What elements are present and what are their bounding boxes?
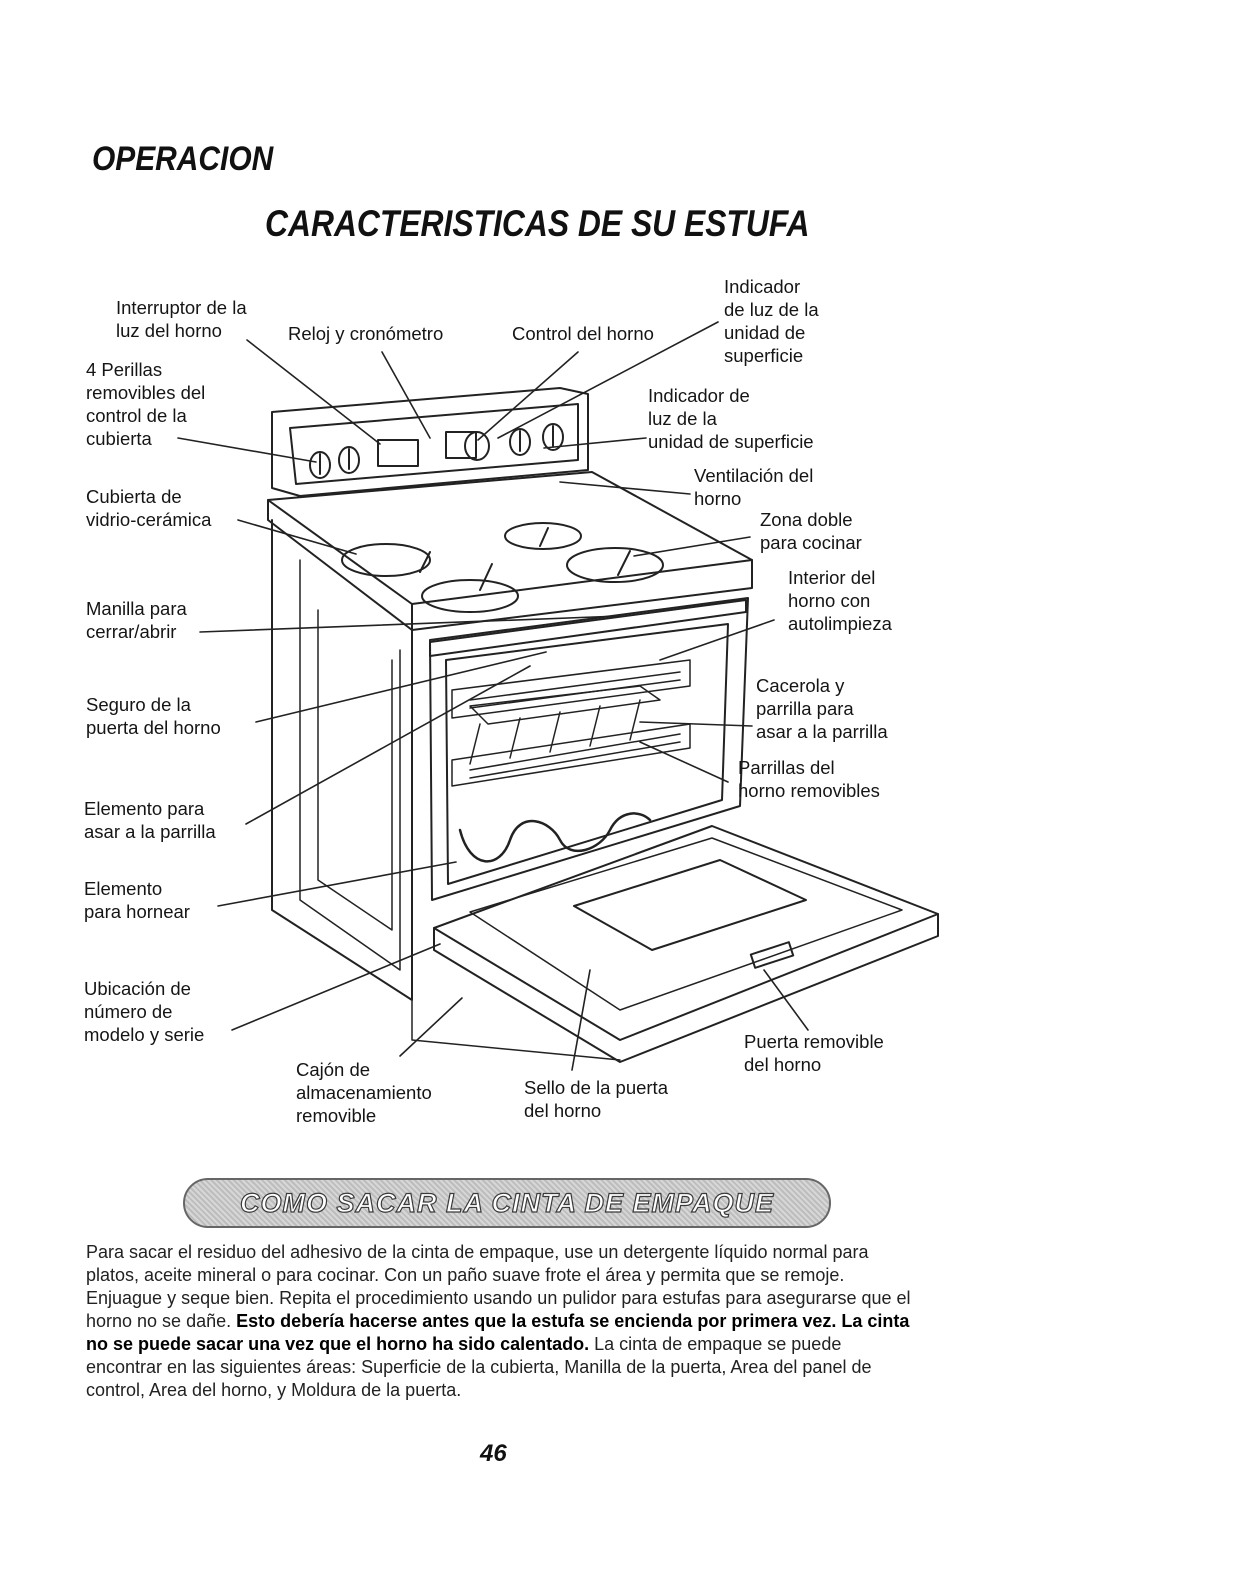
label-elemento-hornear: Elemento para hornear	[84, 877, 190, 923]
instructions-paragraph: Para sacar el residuo del adhesivo de la…	[86, 1241, 916, 1402]
label-reloj-cronometro: Reloj y cronómetro	[288, 322, 443, 345]
section-banner: COMO SACAR LA CINTA DE EMPAQUE	[183, 1178, 831, 1228]
label-cajon-almacenamiento: Cajón de almacenamiento removible	[296, 1058, 432, 1127]
label-zona-doble: Zona doble para cocinar	[760, 508, 862, 554]
label-ventilacion-horno: Ventilación del horno	[694, 464, 813, 510]
label-cubierta-vidrio: Cubierta de vidrio-cerámica	[86, 485, 211, 531]
label-interruptor-luz: Interruptor de la luz del horno	[116, 296, 247, 342]
label-seguro-puerta: Seguro de la puerta del horno	[86, 693, 221, 739]
label-ubicacion-modelo: Ubicación de número de modelo y serie	[84, 977, 204, 1046]
label-perillas-removibles: 4 Perillas removibles del control de la …	[86, 358, 205, 450]
label-puerta-removible: Puerta removible del horno	[744, 1030, 884, 1076]
label-manilla: Manilla para cerrar/abrir	[86, 597, 187, 643]
page-number: 46	[480, 1440, 507, 1468]
banner-title: COMO SACAR LA CINTA DE EMPAQUE	[240, 1188, 774, 1219]
label-cacerola-parrilla: Cacerola y parrilla para asar a la parri…	[756, 674, 888, 743]
label-parrillas-removibles: Parrillas del horno removibles	[738, 756, 880, 802]
label-control-horno: Control del horno	[512, 322, 654, 345]
label-indicador-luz-medio: Indicador de luz de la unidad de superfi…	[648, 384, 814, 453]
label-interior-autolimpieza: Interior del horno con autolimpieza	[788, 566, 892, 635]
label-sello-puerta: Sello de la puerta del horno	[524, 1076, 668, 1122]
label-elemento-asar: Elemento para asar a la parrilla	[84, 797, 216, 843]
label-indicador-luz-superior: Indicador de luz de la unidad de superfi…	[724, 275, 819, 367]
